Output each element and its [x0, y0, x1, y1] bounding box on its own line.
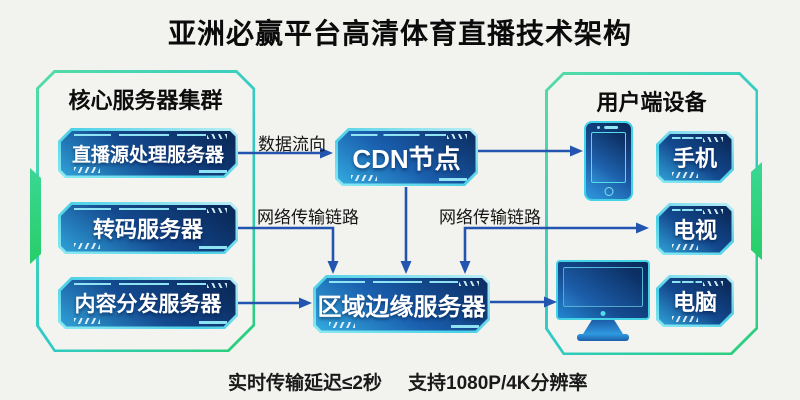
node-face: 区域边缘服务器 — [316, 278, 488, 331]
corner-decoration — [447, 134, 467, 139]
core-servers-panel-title: 核心服务器集群 — [68, 88, 223, 113]
data-flow-label: 数据流向 — [258, 135, 326, 154]
latency-stat: 实时传输延迟≤2秒 — [228, 373, 382, 394]
device-node-phone: 手机 — [656, 131, 734, 183]
page-title: 亚洲必赢平台高清体育直播技术架构 — [167, 18, 632, 49]
network-link-label-left: 网络传输链路 — [257, 208, 359, 227]
node-face: 电脑 — [659, 278, 732, 325]
node-face: 转码服务器 — [61, 205, 236, 252]
phone-camera-dot — [597, 126, 600, 129]
resolution-stat: 支持1080P/4K分辨率 — [408, 373, 588, 394]
node-label: 手机 — [672, 146, 717, 171]
node-face: 手机 — [659, 134, 732, 181]
corner-decoration — [199, 170, 227, 173]
cdn-node: CDN节点 — [335, 128, 478, 186]
server-node-transcode: 转码服务器 — [58, 202, 238, 254]
network-link-label-right: 网络传输链路 — [439, 208, 541, 227]
node-face: CDN节点 — [338, 131, 476, 184]
monitor-icon — [556, 260, 650, 344]
corner-decoration — [199, 321, 227, 324]
monitor-display — [563, 267, 643, 307]
smartphone-icon — [584, 121, 633, 201]
corner-decoration — [199, 246, 227, 249]
node-label: 直播源处理服务器 — [71, 144, 224, 166]
server-node-distribution: 内容分发服务器 — [58, 277, 238, 329]
corner-decoration — [207, 283, 227, 288]
panel-accent-right — [751, 162, 762, 260]
monitor-stand — [583, 320, 623, 334]
node-face: 电视 — [659, 206, 732, 253]
phone-speaker — [603, 126, 618, 129]
phone-home-button — [604, 187, 613, 196]
corner-decoration — [703, 209, 723, 214]
device-node-pc: 电脑 — [656, 275, 734, 327]
device-node-tv: 电视 — [656, 203, 734, 255]
monitor-base — [577, 334, 629, 341]
node-label: 电视 — [672, 218, 717, 243]
node-label: 转码服务器 — [92, 217, 203, 242]
edge-server-node: 区域边缘服务器 — [313, 275, 490, 333]
server-node-live-source: 直播源处理服务器 — [58, 128, 238, 178]
node-label: CDN节点 — [352, 143, 461, 174]
node-face: 直播源处理服务器 — [61, 131, 236, 176]
client-devices-panel-title: 用户端设备 — [596, 90, 707, 115]
corner-decoration — [703, 137, 723, 142]
corner-decoration — [207, 134, 227, 139]
monitor-screen — [556, 260, 650, 320]
corner-decoration — [451, 325, 479, 328]
phone-screen — [591, 132, 626, 183]
corner-decoration — [439, 178, 467, 181]
corner-decoration — [207, 208, 227, 213]
node-face: 内容分发服务器 — [61, 280, 236, 327]
corner-decoration — [703, 281, 723, 286]
panel-accent-left — [30, 168, 41, 264]
node-label: 区域边缘服务器 — [317, 293, 486, 321]
node-label: 内容分发服务器 — [74, 293, 222, 316]
corner-decoration — [459, 281, 479, 286]
node-label: 电脑 — [672, 290, 717, 315]
monitor-indicator-dot — [600, 310, 606, 316]
